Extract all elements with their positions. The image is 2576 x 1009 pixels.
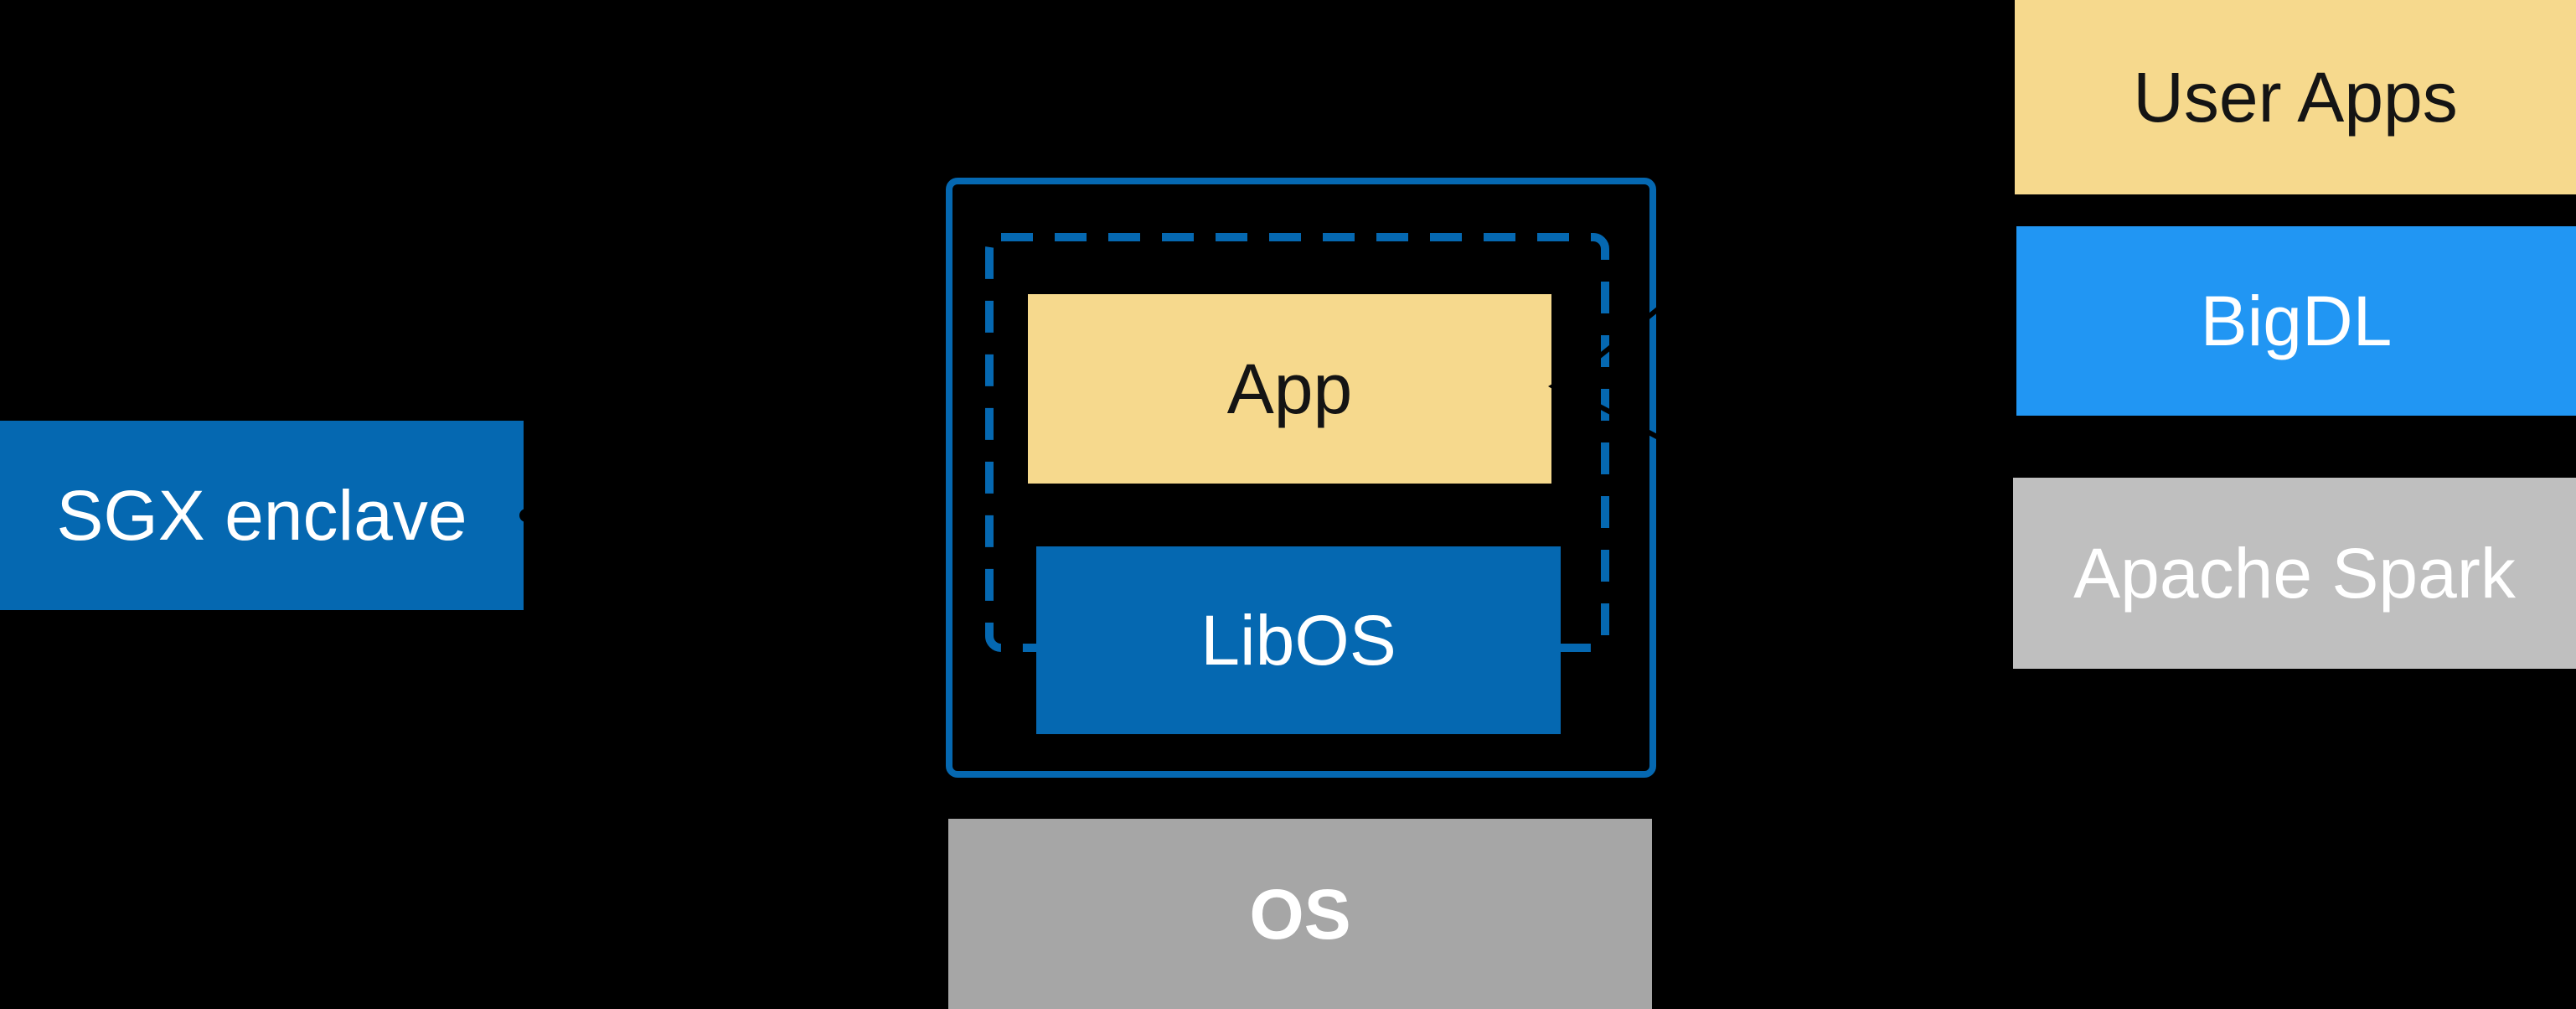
sgx-enclave-box: SGX enclave	[0, 421, 524, 610]
apache-spark-box: Apache Spark	[2013, 478, 2576, 669]
libos-label: LibOS	[1200, 601, 1396, 680]
sgx-enclave-label: SGX enclave	[56, 476, 467, 555]
app-label: App	[1226, 349, 1353, 428]
user-apps-box: User Apps	[2015, 0, 2576, 194]
os-label: OS	[1249, 874, 1351, 954]
os-box: OS	[948, 819, 1652, 1009]
bigdl-box: BigDL	[2016, 226, 2576, 416]
user-apps-label: User Apps	[2133, 58, 2458, 137]
app-box: App	[1028, 294, 1551, 484]
bigdl-label: BigDL	[2200, 282, 2393, 360]
libos-box: LibOS	[1036, 546, 1561, 734]
apache-spark-label: Apache Spark	[2073, 534, 2516, 613]
